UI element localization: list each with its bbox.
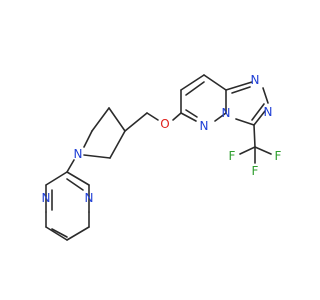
fluorine-1: F [229,149,236,163]
bonds [45,74,272,241]
fluorine-3: F [252,164,259,178]
fluorine-2: F [275,149,282,163]
pyridazine-nitrogen-1: N [200,119,209,133]
triazole-nitrogen-1: N [251,73,260,87]
atom-labels: N N N O N N N N F F F [42,73,282,205]
pyrimidine-nitrogen-1: N [42,191,51,205]
fused-nitrogen: N [222,106,231,120]
ether-oxygen: O [160,117,169,131]
triazole-nitrogen-2: N [264,105,273,119]
pyrimidine-nitrogen-2: N [85,191,94,205]
molecule-structure: N N N O N N N N F F F [42,73,282,241]
pyrrolidine-nitrogen: N [74,147,83,161]
